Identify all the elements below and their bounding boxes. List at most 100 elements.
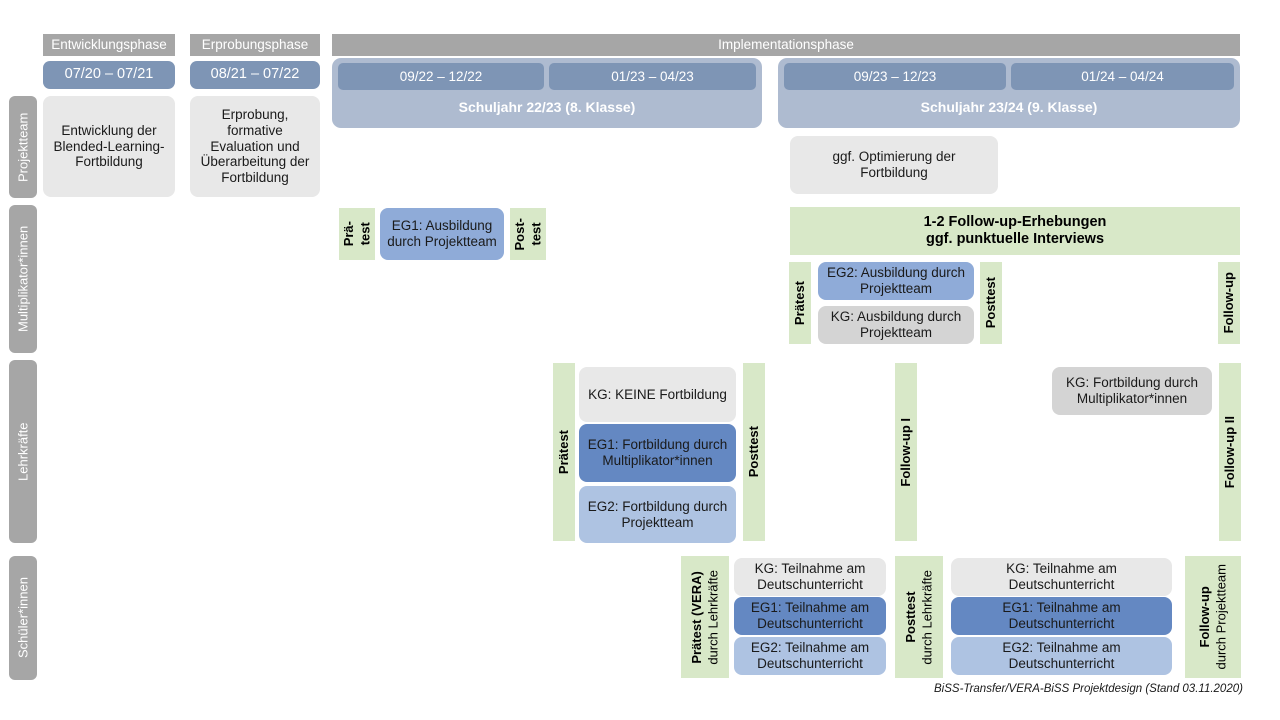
card-label: Entwicklung der Blended-Learning-Fortbil…: [53, 122, 165, 170]
period-label: 09/22 – 12/22: [399, 68, 483, 84]
test-strip-main: Prätest (VERA): [688, 570, 704, 664]
phase-header-entwicklungsphase: Entwicklungsphase: [43, 34, 175, 56]
test-strip-posttest-multiplikator-2: Posttest: [980, 262, 1002, 344]
test-strip-praetest-multiplikator-1: Prä-test: [339, 208, 375, 260]
test-strip-main: Follow-up: [1196, 586, 1212, 648]
card-eg1-teilnahme-deutschunterricht-left: EG1: Teilnahme am Deutschunterricht: [734, 597, 886, 635]
card-label: KG: Teilnahme am Deutschunterricht: [1006, 561, 1117, 592]
card-eg2-teilnahme-deutschunterricht-right: EG2: Teilnahme am Deutschunterricht: [951, 637, 1172, 675]
card-entwicklung-blended-learning: Entwicklung der Blended-Learning-Fortbil…: [43, 96, 175, 197]
card-label: KG: Ausbildung durch Projektteam: [830, 309, 962, 340]
rail-projektteam: Projektteam: [9, 96, 37, 198]
banner-line1: 1-2 Follow-up-Erhebungen: [923, 213, 1107, 230]
rail-multiplikator: Multiplikator*innen: [9, 205, 37, 353]
card-erprobung-evaluation: Erprobung, formative Evaluation und Über…: [190, 96, 320, 197]
card-eg1-fortbildung-multiplikator: EG1: Fortbildung durch Multiplikator*inn…: [579, 424, 736, 482]
card-kg-ausbildung-projektteam: KG: Ausbildung durch Projektteam: [818, 306, 974, 344]
phase-header-label: Entwicklungsphase: [51, 37, 167, 53]
period-chip-0124-0424: 01/24 – 04/24: [1011, 63, 1234, 90]
period-chip-0720-0721: 07/20 – 07/21: [43, 61, 175, 89]
card-eg2-ausbildung-projektteam: EG2: Ausbildung durch Projektteam: [818, 262, 974, 300]
test-strip-followup-1-lehrkraefte: Follow-up I: [895, 363, 917, 541]
test-strip-line2: test: [357, 222, 372, 246]
card-label: KG: Teilnahme am Deutschunterricht: [754, 561, 866, 592]
test-strip-label: Follow-up I: [897, 417, 913, 487]
period-label: 01/24 – 04/24: [1081, 68, 1164, 84]
rail-label: Multiplikator*innen: [15, 225, 31, 333]
school-year-group-2223: 09/22 – 12/22 01/23 – 04/23 Schuljahr 22…: [332, 58, 762, 128]
card-eg1-ausbildung-projektteam: EG1: Ausbildung durch Projektteam: [380, 208, 504, 260]
test-strip-label: Follow-up: [1220, 272, 1236, 334]
test-strip-posttest-lehrkraefte: Posttest: [743, 363, 765, 541]
test-strip-sub: durch Lehrkräfte: [919, 569, 934, 665]
test-strip-posttest-multiplikator-1: Post-test: [510, 208, 546, 260]
test-strip-label: Posttest: [982, 277, 998, 329]
test-strip-sub: durch Projektteam: [1213, 564, 1228, 670]
card-kg-teilnahme-deutschunterricht-right: KG: Teilnahme am Deutschunterricht: [951, 558, 1172, 596]
banner-follow-up-erhebungen: 1-2 Follow-up-Erhebungen ggf. punktuelle…: [790, 207, 1240, 255]
test-strip-praetest-vera-schueler: Prätest (VERA)durch Lehrkräfte: [681, 556, 729, 678]
test-strip-label: Prä-test: [341, 221, 374, 246]
school-year-label-2223: Schuljahr 22/23 (8. Klasse): [332, 92, 762, 122]
test-strip-sub: durch Lehrkräfte: [705, 569, 720, 665]
test-strip-followup-multiplikator: Follow-up: [1218, 262, 1240, 344]
card-eg2-teilnahme-deutschunterricht-left: EG2: Teilnahme am Deutschunterricht: [734, 637, 886, 675]
footer-caption: BiSS-Transfer/VERA-BiSS Projektdesign (S…: [934, 683, 1243, 695]
test-strip-label: Follow-up II: [1221, 415, 1237, 489]
card-label: KG: Fortbildung durch Multiplikator*inne…: [1065, 375, 1199, 406]
phase-header-implementationsphase: Implementationsphase: [332, 34, 1240, 56]
period-label: 01/23 – 04/23: [611, 68, 694, 84]
rail-schueler: Schüler*innen: [9, 556, 37, 680]
card-kg-keine-fortbildung: KG: KEINE Fortbildung: [579, 367, 736, 422]
card-eg1-teilnahme-deutschunterricht-right: EG1: Teilnahme am Deutschunterricht: [951, 597, 1172, 635]
card-kg-teilnahme-deutschunterricht-left: KG: Teilnahme am Deutschunterricht: [734, 558, 886, 596]
period-label: 09/23 – 12/23: [853, 68, 937, 84]
test-strip-label: Post-test: [512, 218, 545, 251]
test-strip-label: Prätest: [555, 429, 571, 475]
test-strip-line2: test: [528, 222, 543, 246]
period-chip-0821-0722: 08/21 – 07/22: [190, 61, 320, 89]
card-label: Erprobung, formative Evaluation und Über…: [200, 106, 310, 186]
school-year-label-2324: Schuljahr 23/24 (9. Klasse): [778, 92, 1240, 122]
rail-label: Projektteam: [15, 112, 31, 182]
card-label: EG1: Teilnahme am Deutschunterricht: [750, 600, 870, 631]
card-eg2-fortbildung-projektteam: EG2: Fortbildung durch Projektteam: [579, 486, 736, 543]
card-label: EG2: Teilnahme am Deutschunterricht: [1002, 640, 1121, 671]
test-strip-praetest-multiplikator-2: Prätest: [789, 262, 811, 344]
card-kg-fortbildung-multiplikator: KG: Fortbildung durch Multiplikator*inne…: [1052, 367, 1212, 415]
card-label: EG2: Teilnahme am Deutschunterricht: [750, 640, 870, 671]
period-chip-0123-0423: 01/23 – 04/23: [549, 63, 756, 90]
card-label: EG2: Ausbildung durch Projektteam: [826, 265, 966, 296]
rail-lehrkraefte: Lehrkräfte: [9, 360, 37, 543]
card-label: EG2: Fortbildung durch Projektteam: [587, 498, 728, 530]
rail-label: Lehrkräfte: [15, 422, 31, 481]
card-label: ggf. Optimierung der Fortbildung: [832, 149, 956, 180]
rail-label: Schüler*innen: [15, 577, 31, 659]
period-chip-0922-1222: 09/22 – 12/22: [338, 63, 544, 90]
test-strip-praetest-lehrkraefte: Prätest: [553, 363, 575, 541]
period-label: 08/21 – 07/22: [210, 66, 300, 83]
card-label: KG: KEINE Fortbildung: [588, 386, 727, 402]
period-chip-0923-1223: 09/23 – 12/23: [784, 63, 1006, 90]
card-label: EG1: Ausbildung durch Projektteam: [387, 218, 497, 249]
test-strip-line1: Prä-: [340, 221, 356, 247]
test-strip-followup-2-lehrkraefte: Follow-up II: [1219, 363, 1241, 541]
test-strip-label: Posttest: [745, 426, 761, 478]
school-year-group-2324: 09/23 – 12/23 01/24 – 04/24 Schuljahr 23…: [778, 58, 1240, 128]
school-year-text: Schuljahr 22/23 (8. Klasse): [458, 98, 636, 115]
card-label: EG1: Fortbildung durch Multiplikator*inn…: [587, 437, 728, 468]
school-year-text: Schuljahr 23/24 (9. Klasse): [920, 98, 1098, 115]
card-ggf-optimierung-fortbildung: ggf. Optimierung der Fortbildung: [790, 136, 998, 194]
test-strip-main: Posttest: [902, 591, 918, 643]
test-strip-label: Prätest (VERA)durch Lehrkräfte: [689, 570, 722, 665]
phase-header-label: Implementationsphase: [718, 37, 854, 53]
banner-line2: ggf. punktuelle Interviews: [925, 231, 1105, 247]
phase-header-erprobungsphase: Erprobungsphase: [190, 34, 320, 56]
card-label: EG1: Teilnahme am Deutschunterricht: [1002, 600, 1121, 631]
test-strip-label: Prätest: [791, 280, 807, 326]
